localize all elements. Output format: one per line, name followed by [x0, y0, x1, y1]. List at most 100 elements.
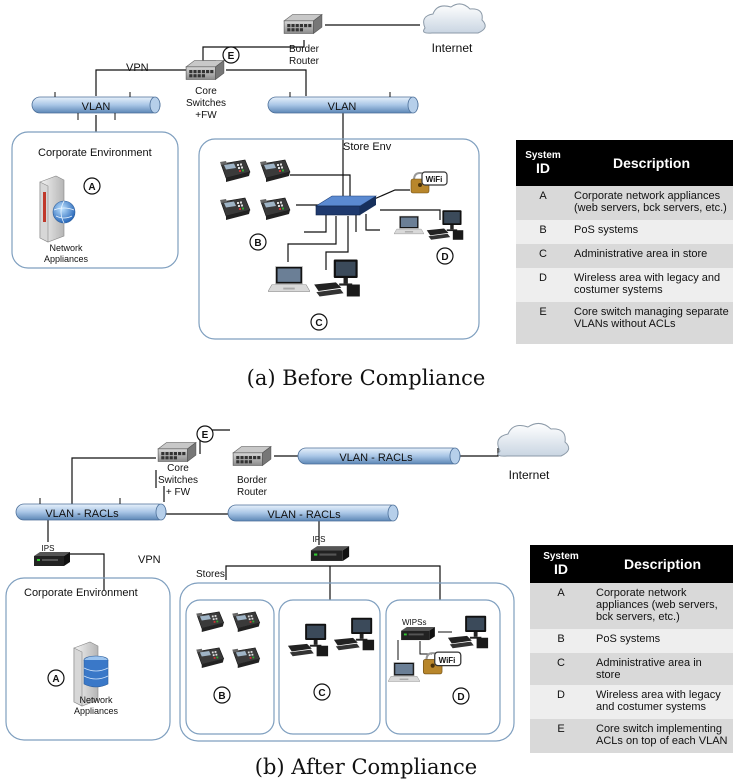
row-id: C — [530, 653, 592, 685]
row-description: Wireless area with legacy and costumer s… — [592, 685, 733, 719]
internet-label: Internet — [509, 468, 550, 482]
pos-terminal-icon — [219, 197, 251, 220]
desktop-icon — [333, 617, 375, 651]
core-switch-icon — [157, 442, 197, 462]
ips-label-right: IPS — [313, 535, 326, 544]
stores-box — [179, 582, 515, 742]
header-system: System — [525, 150, 561, 161]
core-switch-label-2: Switches — [186, 98, 226, 109]
vlan-racls-left: VLAN - RACLs — [15, 498, 167, 521]
marker-e-circle — [222, 46, 240, 64]
header-description: Description — [592, 545, 733, 583]
store-wireless-box — [385, 599, 501, 735]
marker-b-circle — [249, 233, 267, 251]
border-router-icon — [283, 14, 323, 34]
desktop-icon — [447, 615, 489, 649]
desktop-icon — [314, 259, 360, 297]
desktop-icon — [426, 210, 464, 240]
core-switch-label-2: Switches — [158, 475, 198, 486]
pos-terminal-icon — [195, 611, 225, 632]
store-admin-box — [278, 599, 381, 735]
header-description: Description — [570, 140, 733, 186]
row-description: Corporate network appliances (web server… — [592, 583, 733, 629]
store-env-label: Store Env — [343, 141, 392, 153]
row-id: C — [516, 244, 570, 268]
marker-d: D — [441, 252, 448, 263]
vpn-label: VPN — [126, 62, 149, 74]
network-appliances-label-1: Network — [79, 695, 113, 705]
ips-device-icon — [310, 546, 350, 561]
vlan-label-left: VLAN — [82, 101, 111, 113]
system-table-before: System ID Description A Corporate networ… — [516, 140, 733, 344]
pos-terminal-icon — [259, 197, 291, 220]
pos-terminal-icon — [259, 159, 291, 182]
row-id: E — [516, 302, 570, 344]
marker-d-circle — [436, 247, 454, 265]
marker-b-circle — [213, 686, 231, 704]
row-description: Administrative area in store — [592, 653, 733, 685]
network-appliances-label-2: Appliances — [44, 254, 89, 264]
row-description: Administrative area in store — [570, 244, 733, 268]
pos-terminal-icon — [231, 647, 261, 668]
store-env-box — [198, 138, 480, 340]
pos-terminal-icon — [231, 611, 261, 632]
server-icon — [39, 175, 76, 243]
internet-label: Internet — [432, 41, 473, 55]
wifi-label: WiFi — [439, 656, 456, 665]
store-switch-icon — [314, 195, 378, 216]
header-id: ID — [554, 561, 568, 577]
core-switch-label-1: Core — [167, 463, 189, 474]
row-id: D — [516, 268, 570, 302]
row-id: B — [530, 629, 592, 653]
network-appliances-label-2: Appliances — [74, 706, 119, 716]
marker-d: D — [457, 692, 464, 703]
row-id: B — [516, 220, 570, 244]
vlan-racls-right: VLAN - RACLs — [297, 447, 461, 465]
border-router-label-1: Border — [237, 475, 268, 486]
marker-a-circle — [83, 177, 101, 195]
core-switch-label-3: +FW — [195, 110, 217, 121]
marker-a: A — [52, 674, 59, 685]
pos-terminal-icon — [219, 159, 251, 182]
marker-c: C — [315, 318, 322, 329]
laptop-icon — [268, 266, 310, 292]
marker-d-circle — [452, 687, 470, 705]
wifi-label: WiFi — [426, 175, 443, 184]
pos-terminal-icon — [195, 647, 225, 668]
row-description: PoS systems — [570, 220, 733, 244]
row-description: Corporate network appliances (web server… — [570, 186, 733, 220]
table-row: E Core switch implementing ACLs on top o… — [530, 719, 733, 753]
border-router-icon — [232, 446, 272, 466]
diagram-after-compliance: VLAN - RACLs VLAN - RACLs VLAN - RACLs E… — [5, 423, 570, 779]
corporate-env-label: Corporate Environment — [38, 147, 152, 159]
table-row: A Corporate network appliances (web serv… — [530, 583, 733, 629]
row-id: A — [530, 583, 592, 629]
core-switch-icon — [185, 60, 225, 80]
row-id: E — [530, 719, 592, 753]
row-description: Core switch implementing ACLs on top of … — [592, 719, 733, 753]
corporate-env-box — [11, 131, 179, 269]
marker-c: C — [318, 688, 325, 699]
vlan-racls-mid: VLAN - RACLs — [227, 504, 399, 522]
stores-label: Stores — [196, 569, 225, 580]
table-header-id: System ID — [530, 545, 592, 583]
system-table-after: System ID Description A Corporate networ… — [530, 545, 733, 753]
vpn-label: VPN — [138, 554, 161, 566]
corporate-env-box — [5, 577, 171, 741]
marker-c-circle — [310, 313, 328, 331]
table-row: B PoS systems — [516, 220, 733, 244]
caption-after: (b) After Compliance — [255, 755, 477, 779]
header-id: ID — [536, 160, 550, 176]
vlan-pipe-right: VLAN — [267, 92, 419, 114]
vlan-racls-label-left: VLAN - RACLs — [45, 508, 119, 520]
marker-b: B — [218, 691, 225, 702]
row-id: A — [516, 186, 570, 220]
table-header-id: System ID — [516, 140, 570, 186]
vlan-racls-label-mid: VLAN - RACLs — [267, 509, 341, 521]
marker-c-circle — [313, 683, 331, 701]
core-switch-label-1: Core — [195, 86, 217, 97]
marker-e: E — [228, 51, 235, 62]
marker-b: B — [254, 238, 261, 249]
row-description: Core switch managing separate VLANs with… — [570, 302, 733, 344]
